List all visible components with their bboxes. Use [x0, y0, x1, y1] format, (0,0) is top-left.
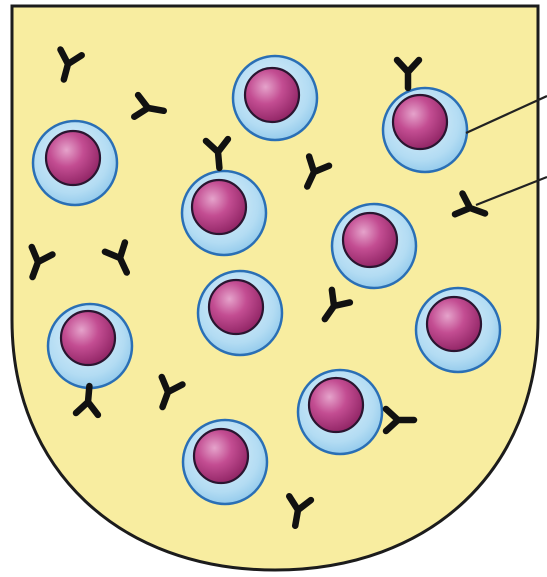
- cell-icon: [48, 304, 132, 388]
- cell-icon: [183, 420, 267, 504]
- cell-icon: [198, 271, 282, 355]
- cell-icon: [33, 121, 117, 205]
- cell-icon: [182, 171, 266, 255]
- cell-icon: [383, 88, 467, 172]
- cell-icon: [416, 288, 500, 372]
- cell-icon: [233, 56, 317, 140]
- cell-icon: [298, 370, 382, 454]
- cell-icon: [332, 204, 416, 288]
